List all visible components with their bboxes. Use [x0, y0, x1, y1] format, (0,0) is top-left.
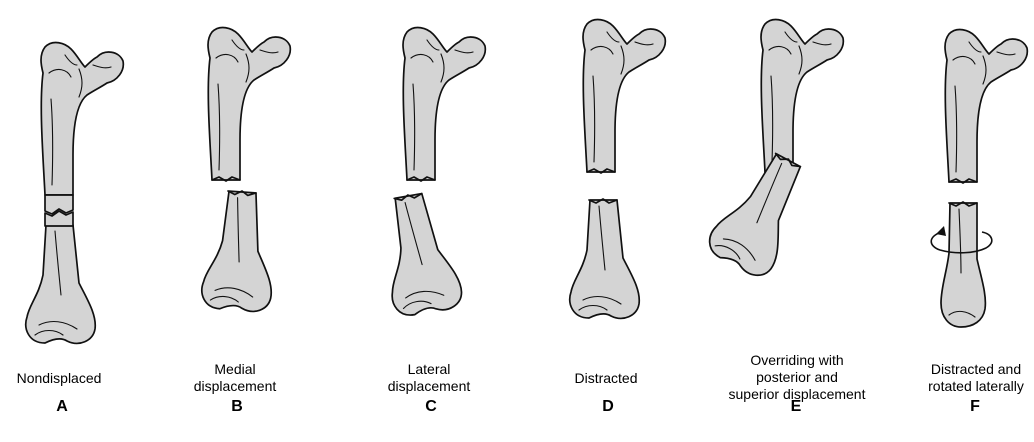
femur-a-nondisplaced	[26, 43, 124, 344]
femur-f-distracted-rotated	[931, 30, 1027, 327]
femur-b-medial-displacement	[201, 28, 291, 313]
caption-f: Distracted and rotated laterally	[891, 361, 1034, 395]
caption-d: Distracted	[521, 370, 691, 387]
panel-letter-b: B	[207, 398, 267, 416]
femur-e-overriding	[703, 20, 843, 282]
panel-letter-a: A	[32, 398, 92, 416]
caption-b: Medial displacement	[150, 361, 320, 395]
panel-letter-f: F	[945, 398, 1005, 416]
caption-e: Overriding with posterior and superior d…	[712, 352, 882, 403]
panel-letter-c: C	[401, 398, 461, 416]
panel-letter-e: E	[766, 398, 826, 416]
panel-letter-d: D	[578, 398, 638, 416]
femur-c-lateral-displacement	[375, 28, 485, 319]
caption-c: Lateral displacement	[344, 361, 514, 395]
caption-a: Nondisplaced	[0, 370, 144, 387]
femur-d-distracted	[570, 20, 666, 319]
